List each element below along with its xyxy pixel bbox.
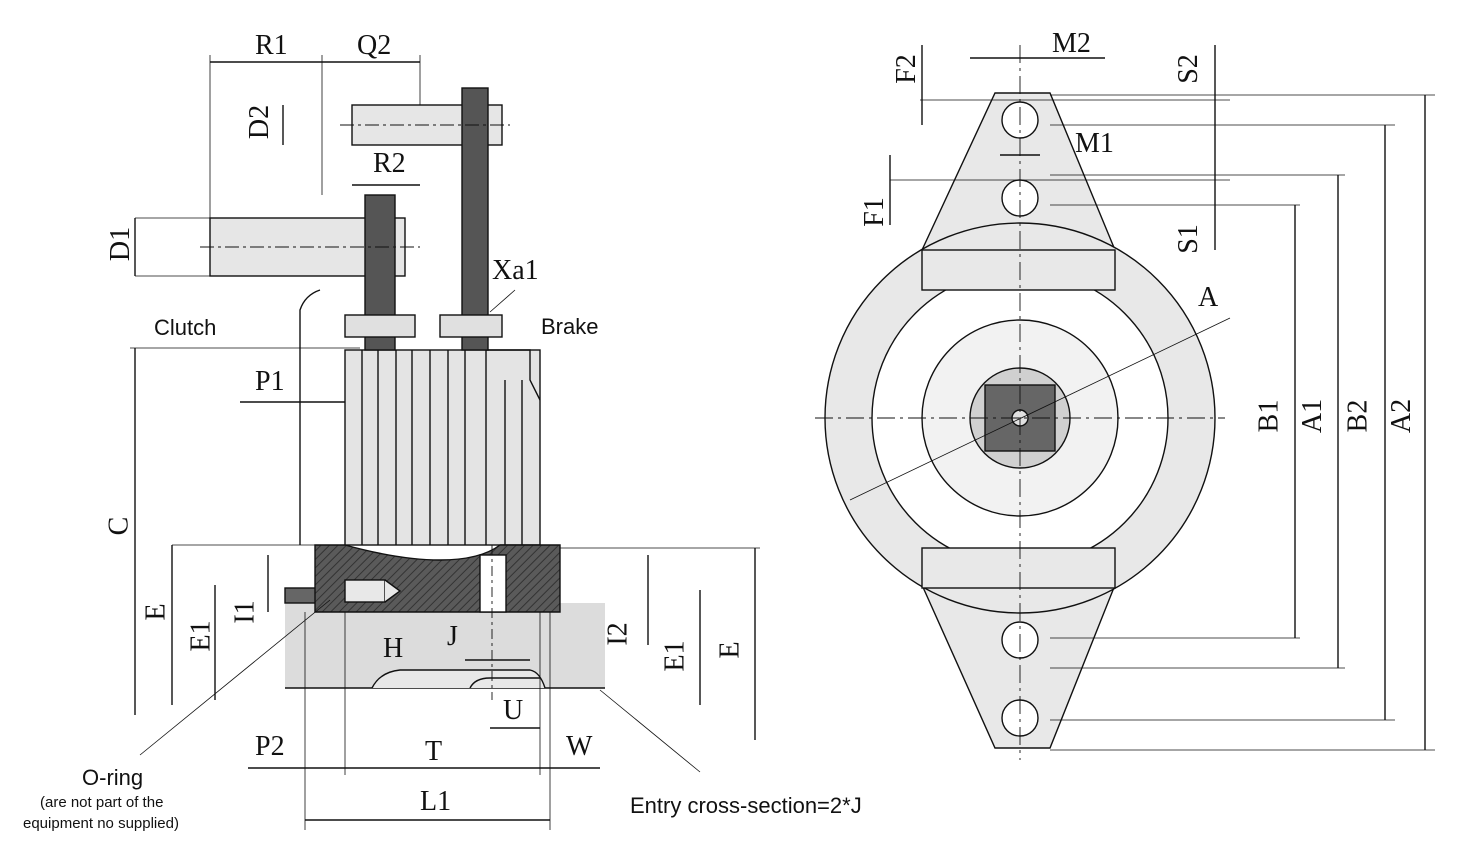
dim-i1: I1 — [229, 600, 261, 624]
brake-label: Brake — [541, 314, 599, 339]
screw — [344, 579, 386, 603]
dim-j: J — [447, 621, 458, 652]
dim-s2: S2 — [1172, 54, 1204, 84]
dim-l1: L1 — [420, 786, 452, 817]
dim-s1: S1 — [1172, 224, 1204, 254]
dim-a: A — [1198, 282, 1219, 313]
dim-h: H — [383, 633, 404, 664]
dim-w: W — [566, 731, 593, 762]
dim-p1: P1 — [255, 366, 285, 397]
dim-i2: I2 — [602, 622, 634, 646]
housing-body — [344, 349, 541, 546]
brake-arm — [461, 87, 489, 351]
dim-f1: F1 — [858, 197, 890, 227]
oring-note-line2: equipment no supplied) — [23, 815, 179, 832]
dim-m1: M1 — [1075, 128, 1114, 159]
oring-note-line1: (are not part of the — [40, 794, 164, 811]
entry-note: Entry cross-section=2*J — [630, 793, 862, 818]
dim-c: C — [103, 516, 135, 536]
dim-d1: D1 — [105, 226, 137, 262]
dim-a1: A1 — [1297, 398, 1329, 434]
dim-r2: R2 — [373, 148, 406, 179]
side-view — [130, 55, 760, 830]
clutch-label: Clutch — [154, 315, 217, 340]
dim-b1: B1 — [1253, 399, 1285, 433]
dim-u: U — [503, 695, 524, 726]
dim-e-left: E — [140, 603, 172, 621]
dim-b2: B2 — [1342, 399, 1374, 433]
dim-xa1: Xa1 — [492, 255, 539, 286]
dim-e1-right: E1 — [659, 640, 691, 672]
dim-m2: M2 — [1052, 28, 1091, 59]
dim-e-right: E — [714, 641, 746, 659]
oring-title: O-ring — [82, 765, 144, 790]
front-view — [815, 45, 1435, 760]
dim-t: T — [425, 736, 443, 767]
dim-a2: A2 — [1386, 398, 1418, 434]
dim-p2: P2 — [255, 731, 285, 762]
dim-d2: D2 — [244, 104, 276, 140]
dim-q2: Q2 — [357, 30, 392, 61]
dim-f2: F2 — [890, 54, 922, 84]
dim-r1: R1 — [255, 30, 288, 61]
dim-e1-left: E1 — [185, 620, 217, 652]
